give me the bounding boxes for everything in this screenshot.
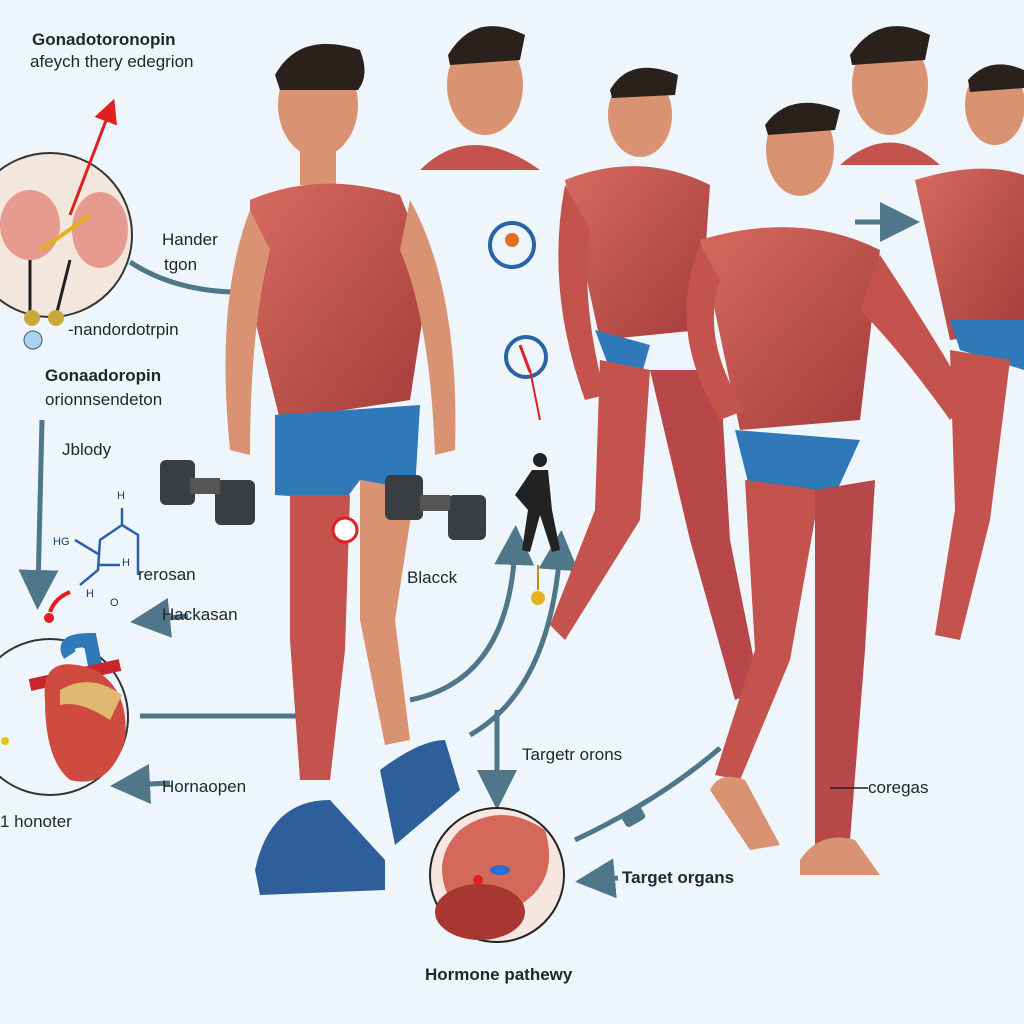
label-hackasan: Hackasan [162,605,238,624]
gland-diagram [0,98,133,350]
molecule-atom-icon [44,613,54,623]
runner-silhouette-icon [515,453,560,552]
molecule-h-low: H [86,588,94,600]
label-coregas: coregas [868,778,929,797]
label-black: Blacck [407,568,458,587]
molecule-h-top: H [117,490,125,502]
label-blody: Jblody [62,440,112,459]
molecule-h-mid: H [122,557,130,569]
label-hormone-pathway: Hormone pathewy [425,965,573,984]
anatomy-figure-2 [686,102,970,875]
target-organ-diagram [429,807,565,943]
molecule-o: O [110,597,119,609]
anatomy-figure-1 [550,67,760,700]
neck-figure-1 [420,26,540,170]
label-honoter: 1 honoter [0,812,72,831]
pathway-arrows [18,202,920,899]
neck-figure-2 [840,26,940,165]
molecule-diagram [48,508,140,613]
label-target-orons: Targetr orons [522,745,623,764]
main-figure [160,43,486,895]
label-top-subtitle: afeych thery edegrion [30,52,194,71]
label-tgon: tgon [164,255,198,274]
heart-diagram [0,632,129,796]
label-target-organs: Target organs [622,868,735,887]
signal-icons [488,221,646,827]
anatomy-figure-3 [915,64,1024,640]
label-top-title: Gonadotoronopin [32,30,176,49]
label-gonaad-subtitle: orionnsendeton [45,390,163,409]
label-gonaad-title: Gonaadoropin [45,366,162,385]
label-hornaopen: Hornaopen [162,777,247,796]
label-rerosan: rerosan [138,565,196,584]
label-hander: Hander [162,230,218,249]
molecule-hg: HG [53,536,70,548]
label-nandor: -nandordotrpin [68,320,179,339]
